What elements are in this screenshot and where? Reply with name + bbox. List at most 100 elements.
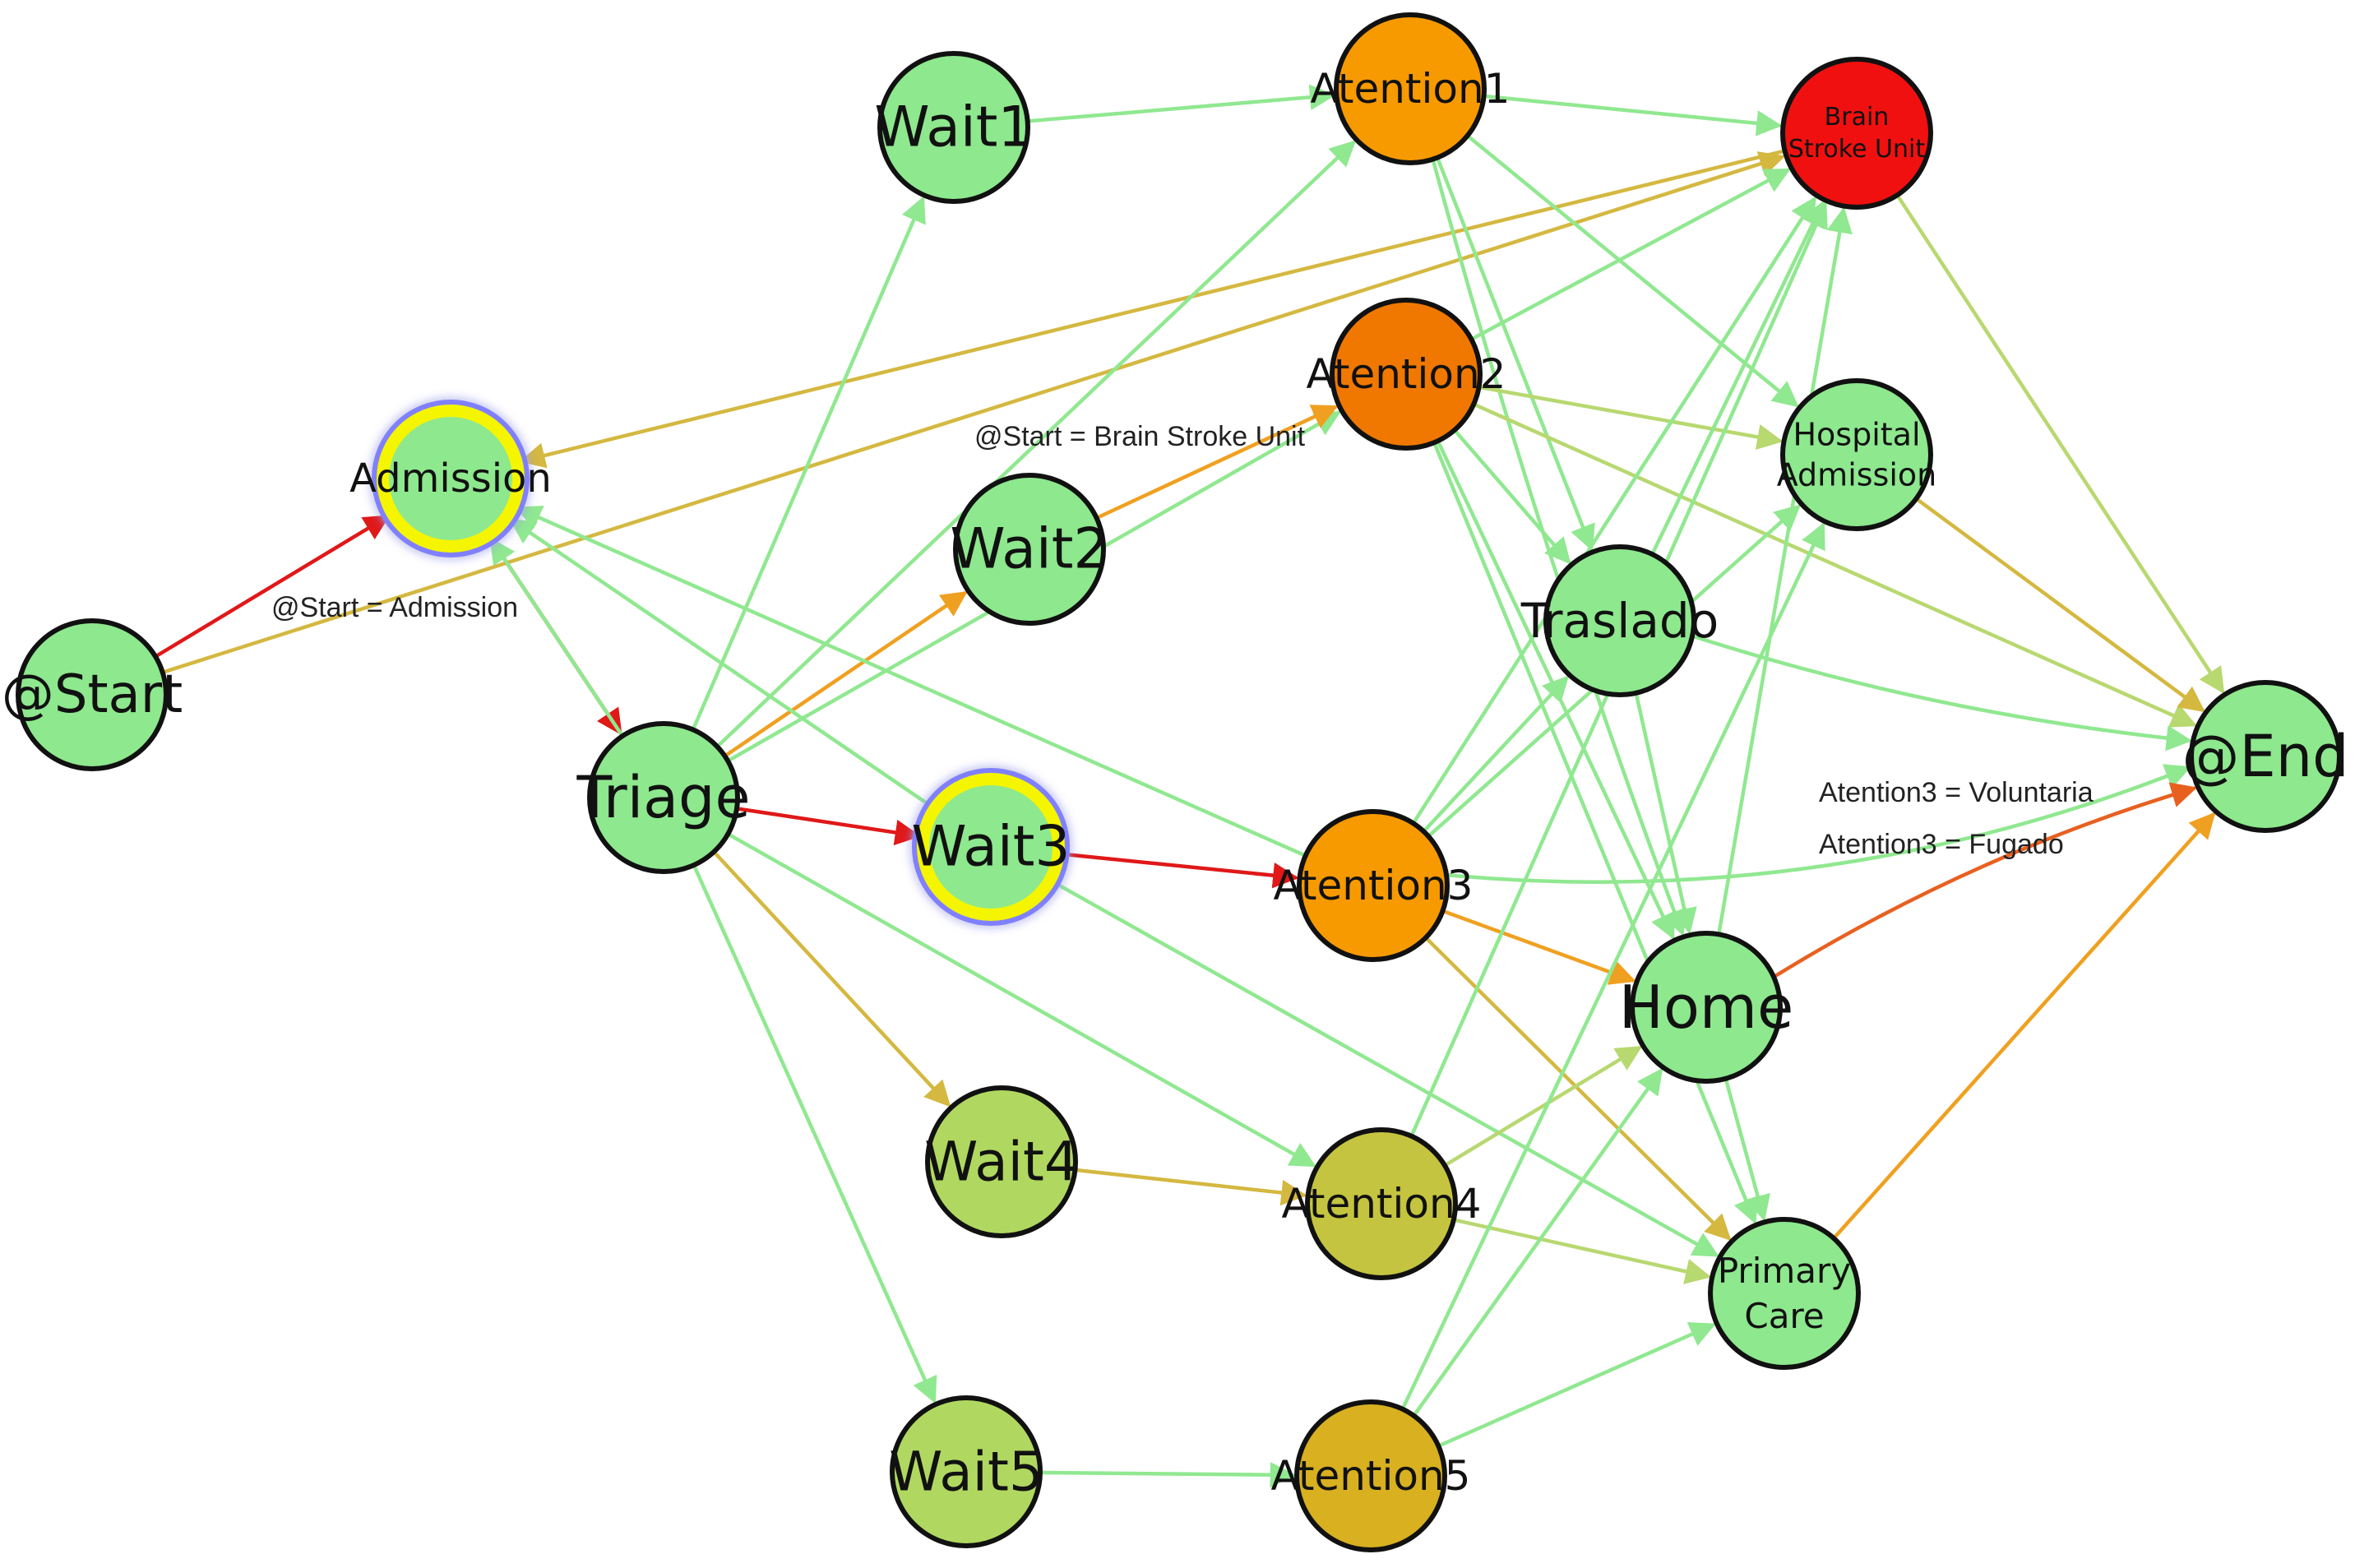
node-hospital-label: Admission <box>1777 457 1937 493</box>
node-home[interactable]: Home <box>1619 931 1794 1084</box>
edge-atention3-to-end <box>1446 764 2191 884</box>
edge-label-atention3-voluntaria: Atention3 = Voluntaria <box>1819 777 2094 808</box>
node-bsu-circle <box>1780 57 1933 210</box>
edge-atention2-to-hospital <box>1478 385 1784 450</box>
edge-home-to-primary <box>1723 1078 1770 1222</box>
node-atention4-label: Atention4 <box>1282 1180 1482 1228</box>
edge-wait3-to-primary <box>1050 879 1719 1257</box>
edge-triage-to-admission <box>489 537 624 738</box>
node-wait3[interactable]: Wait3 <box>911 768 1071 926</box>
node-wait2-label: Wait2 <box>950 517 1108 582</box>
edge-traslado-to-home <box>1634 692 1697 935</box>
node-bsu-label: Stroke Unit <box>1788 135 1925 164</box>
edge-atention2-to-traslado <box>1453 428 1571 565</box>
edge-label-start-bsu: @Start = Brain Stroke Unit <box>974 421 1306 452</box>
node-traslado[interactable]: Traslado <box>1520 544 1719 697</box>
node-atention4[interactable]: Atention4 <box>1282 1127 1482 1280</box>
edge-atention5-to-hospital <box>1400 522 1825 1410</box>
edge-triage-to-atention1 <box>715 140 1357 748</box>
edge-atention5-to-home <box>1412 1067 1663 1418</box>
edge-primary-to-end <box>1832 812 2216 1240</box>
node-atention1-circle <box>1334 12 1487 165</box>
node-wait5[interactable]: Wait5 <box>889 1395 1043 1548</box>
node-admission[interactable]: Admission <box>349 400 552 557</box>
node-home-label: Home <box>1619 973 1794 1042</box>
edge-atention2-to-bsu <box>1470 168 1791 341</box>
node-atention5-label: Atention5 <box>1271 1452 1471 1500</box>
edge-hospital-to-end <box>1915 497 2205 713</box>
edge-atention2-to-end <box>1473 402 2197 728</box>
edge-atention1-to-bsu <box>1483 94 1783 136</box>
edge-wait3-to-atention3 <box>1060 852 1299 889</box>
node-wait3-circle <box>929 785 1053 909</box>
node-atention3-label: Atention3 <box>1274 862 1474 909</box>
node-wait4-label: Wait4 <box>924 1131 1079 1194</box>
edge-triage-to-wait5 <box>692 864 937 1404</box>
node-wait1-label: Wait1 <box>874 95 1033 160</box>
edge-bsu-to-end <box>1895 194 2225 695</box>
edge-start-to-bsu <box>162 151 1786 674</box>
edge-label-start-admission: @Start = Admission <box>271 592 518 623</box>
edge-triage-to-wait3 <box>736 807 922 846</box>
node-atention3-circle <box>1297 809 1450 962</box>
node-start-circle <box>16 618 169 771</box>
node-primary-label: Care <box>1744 1296 1824 1336</box>
edge-bsu-to-admission <box>519 149 1786 469</box>
node-start[interactable]: @Start <box>2 618 183 771</box>
node-hospital-circle <box>1780 378 1933 531</box>
node-wait2-circle <box>953 473 1106 626</box>
edge-wait4-to-atention4 <box>1075 1168 1307 1206</box>
edge-wait1-to-atention1 <box>1027 84 1336 123</box>
edge-atention1-to-hospital <box>1466 134 1799 408</box>
edge-triage-to-wait1 <box>691 196 926 731</box>
node-atention5[interactable]: Atention5 <box>1271 1399 1471 1552</box>
edge-atention3-to-traslado <box>1422 675 1570 833</box>
edge-atention2-to-primary <box>1432 442 1758 1225</box>
node-atention5-circle <box>1294 1399 1447 1552</box>
edge-triage-to-wait4 <box>712 850 951 1108</box>
edge-atention4-to-primary <box>1453 1218 1712 1284</box>
node-atention1[interactable]: Atention1 <box>1311 12 1511 165</box>
node-end[interactable]: @End <box>2181 680 2349 833</box>
node-primary-label: Primary <box>1718 1251 1851 1291</box>
edge-wait5-to-atention5 <box>1039 1461 1297 1488</box>
node-traslado-circle <box>1543 544 1696 697</box>
node-wait1-circle <box>877 51 1030 204</box>
node-primary-circle <box>1708 1217 1861 1370</box>
node-atention1-label: Atention1 <box>1311 65 1511 113</box>
node-atention4-circle <box>1305 1127 1458 1280</box>
edge-triage-to-atention4 <box>727 832 1316 1168</box>
node-atention3[interactable]: Atention3 <box>1274 809 1474 962</box>
edge-atention4-to-home <box>1443 1045 1643 1168</box>
edge-wait2-to-atention2 <box>1095 405 1339 520</box>
edge-atention3-to-admission <box>515 505 1307 858</box>
node-wait4[interactable]: Wait4 <box>924 1085 1079 1238</box>
edge-label-atention3-fugado: Atention3 = Fugado <box>1819 829 2064 860</box>
node-triage-circle <box>587 721 740 874</box>
node-atention2-circle <box>1330 298 1483 451</box>
node-admission-circle <box>389 417 512 540</box>
node-triage-label: Triage <box>576 764 750 831</box>
edge-atention5-to-primary <box>1437 1322 1716 1448</box>
edge-atention3-to-primary <box>1424 936 1732 1242</box>
node-triage[interactable]: Triage <box>576 721 751 874</box>
node-wait5-label: Wait5 <box>889 1441 1043 1504</box>
node-traslado-label: Traslado <box>1520 593 1719 649</box>
node-wait3-label: Wait3 <box>911 815 1070 880</box>
node-wait1[interactable]: Wait1 <box>874 51 1034 204</box>
edge-traslado-to-bsu <box>1650 200 1825 555</box>
node-wait2[interactable]: Wait2 <box>950 473 1109 626</box>
node-atention2[interactable]: Atention2 <box>1307 298 1506 451</box>
edge-triage-to-wait2 <box>724 590 968 758</box>
node-start-label: @Start <box>2 664 183 725</box>
node-wait4-circle <box>925 1085 1078 1238</box>
node-end-circle <box>2189 680 2342 833</box>
node-admission-label: Admission <box>349 456 552 502</box>
edge-labels-layer: @Start = Admission @Start = Brain Stroke… <box>271 421 2094 860</box>
